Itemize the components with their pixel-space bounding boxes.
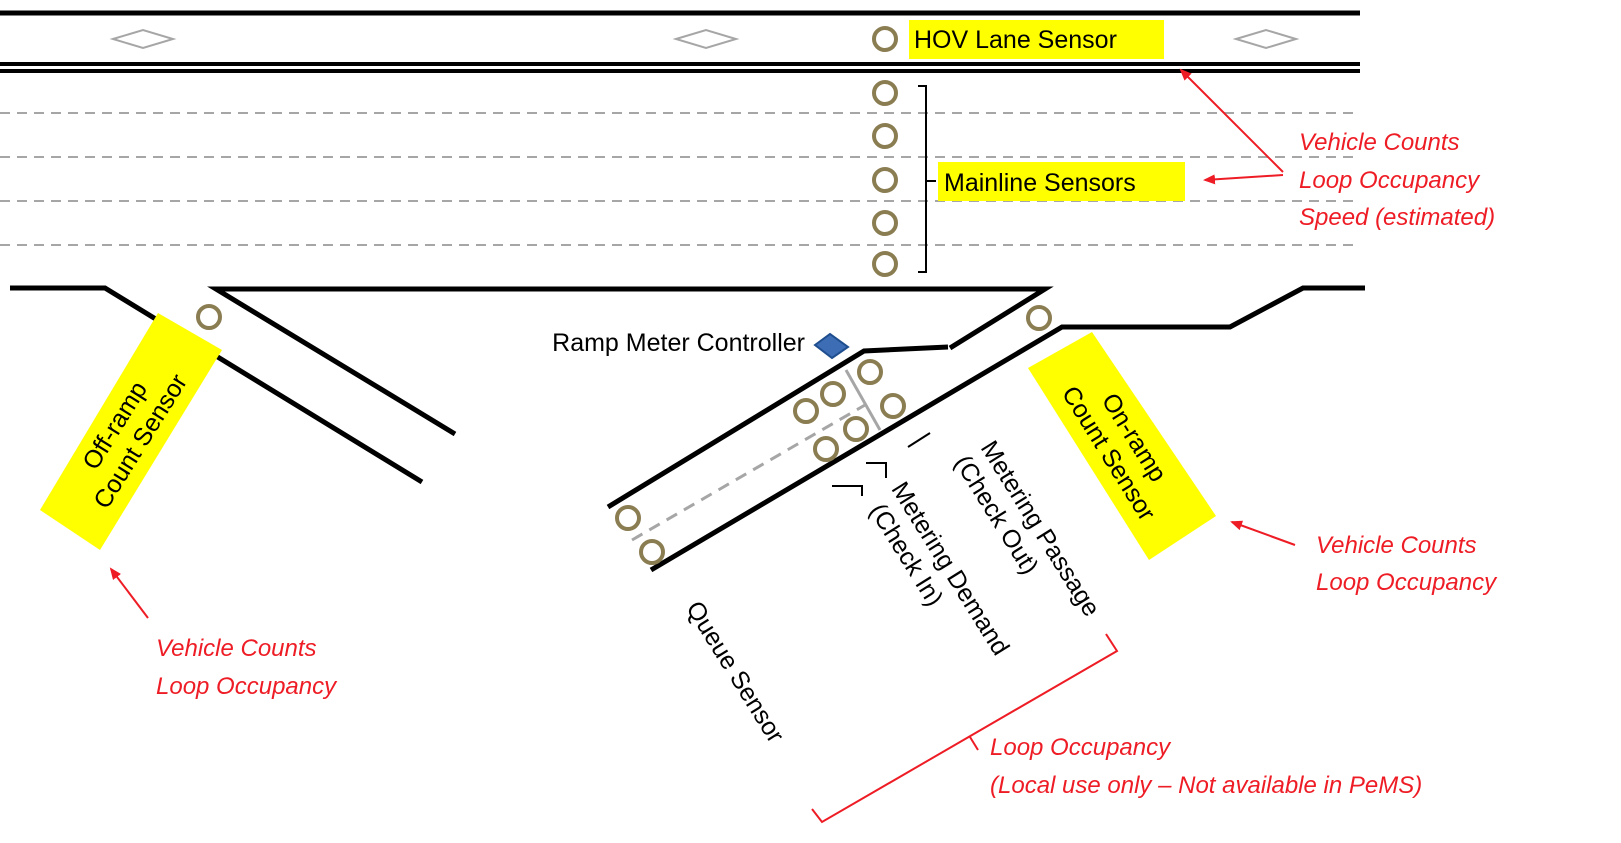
onramp-outer-edge <box>606 344 949 510</box>
passage-sensor-icon <box>880 393 906 419</box>
local-use-note: Loop Occupancy (Local use only – Not ava… <box>990 734 1422 799</box>
onramp-note: Vehicle Counts Loop Occupancy <box>1316 532 1498 596</box>
demand-sensor-icon <box>843 416 869 442</box>
local-use-note-line1: Loop Occupancy <box>990 734 1172 761</box>
onramp-note-line2: Loop Occupancy <box>1316 569 1498 596</box>
mainline-bracket <box>918 85 936 273</box>
stop-bar <box>844 369 882 431</box>
controller-label: Ramp Meter Controller <box>552 329 805 357</box>
queue-sensor-icon <box>639 539 665 565</box>
demand-sensor-icon <box>820 381 846 407</box>
mainline-label-text: Mainline Sensors <box>944 169 1136 197</box>
offramp-gore <box>207 286 1054 437</box>
lane-dividers <box>0 112 1360 246</box>
demand-bracket <box>832 462 887 496</box>
hov-label: HOV Lane Sensor <box>909 20 1164 59</box>
annotations <box>109 68 1296 824</box>
onramp-lane-divider <box>631 403 866 542</box>
mainline-sensor-icon <box>872 80 898 106</box>
offramp-note-arrow <box>109 567 149 619</box>
queue-label-text: Queue Sensor <box>680 596 789 748</box>
mainline-note-line2: Loop Occupancy <box>1299 167 1481 194</box>
offramp-label: Off-ramp Count Sensor <box>40 313 222 550</box>
mainline-label: Mainline Sensors <box>938 162 1185 201</box>
mainline-bottom-edge-left <box>10 285 424 485</box>
local-use-bracket <box>811 633 1119 824</box>
mainline-note-arrow <box>1203 174 1284 185</box>
mainline-sensor-icon <box>872 251 898 277</box>
mainline-sensor-icon <box>872 167 898 193</box>
local-use-note-line2: (Local use only – Not available in PeMS) <box>990 772 1422 799</box>
queue-sensor-icon <box>615 505 641 531</box>
demand-sensor-icon <box>793 398 819 424</box>
offramp-note: Vehicle Counts Loop Occupancy <box>156 635 338 700</box>
onramp-merge-edge <box>649 285 1365 573</box>
onramp-note-line1: Vehicle Counts <box>1316 532 1477 559</box>
offramp-note-line1: Vehicle Counts <box>156 635 317 662</box>
mainline-sensor-icon <box>872 210 898 236</box>
loop-sensors <box>196 26 1052 565</box>
hov-label-text: HOV Lane Sensor <box>914 26 1117 54</box>
freeway <box>0 10 1365 573</box>
offramp-sensor-icon <box>196 304 222 330</box>
passage-bracket <box>907 432 931 448</box>
onramp-sensor-icon <box>1026 305 1052 331</box>
onramp-note-arrow <box>1230 520 1296 546</box>
offramp-note-line2: Loop Occupancy <box>156 673 338 700</box>
mainline-note-line3: Speed (estimated) <box>1299 204 1495 231</box>
passage-sensor-icon <box>857 359 883 385</box>
mainline-note-arrow <box>1179 68 1284 173</box>
onramp-label: On-ramp Count Sensor <box>1028 332 1216 560</box>
hov-sensor-icon <box>872 26 898 52</box>
queue-label: Queue Sensor <box>680 596 789 748</box>
mainline-sensor-icon <box>872 123 898 149</box>
controller-icon <box>813 332 850 360</box>
hov-diamond-icon <box>109 28 1300 50</box>
mainline-note-line1: Vehicle Counts <box>1299 129 1460 156</box>
demand-sensor-icon <box>813 436 839 462</box>
mainline-note: Vehicle Counts Loop Occupancy Speed (est… <box>1299 129 1495 231</box>
